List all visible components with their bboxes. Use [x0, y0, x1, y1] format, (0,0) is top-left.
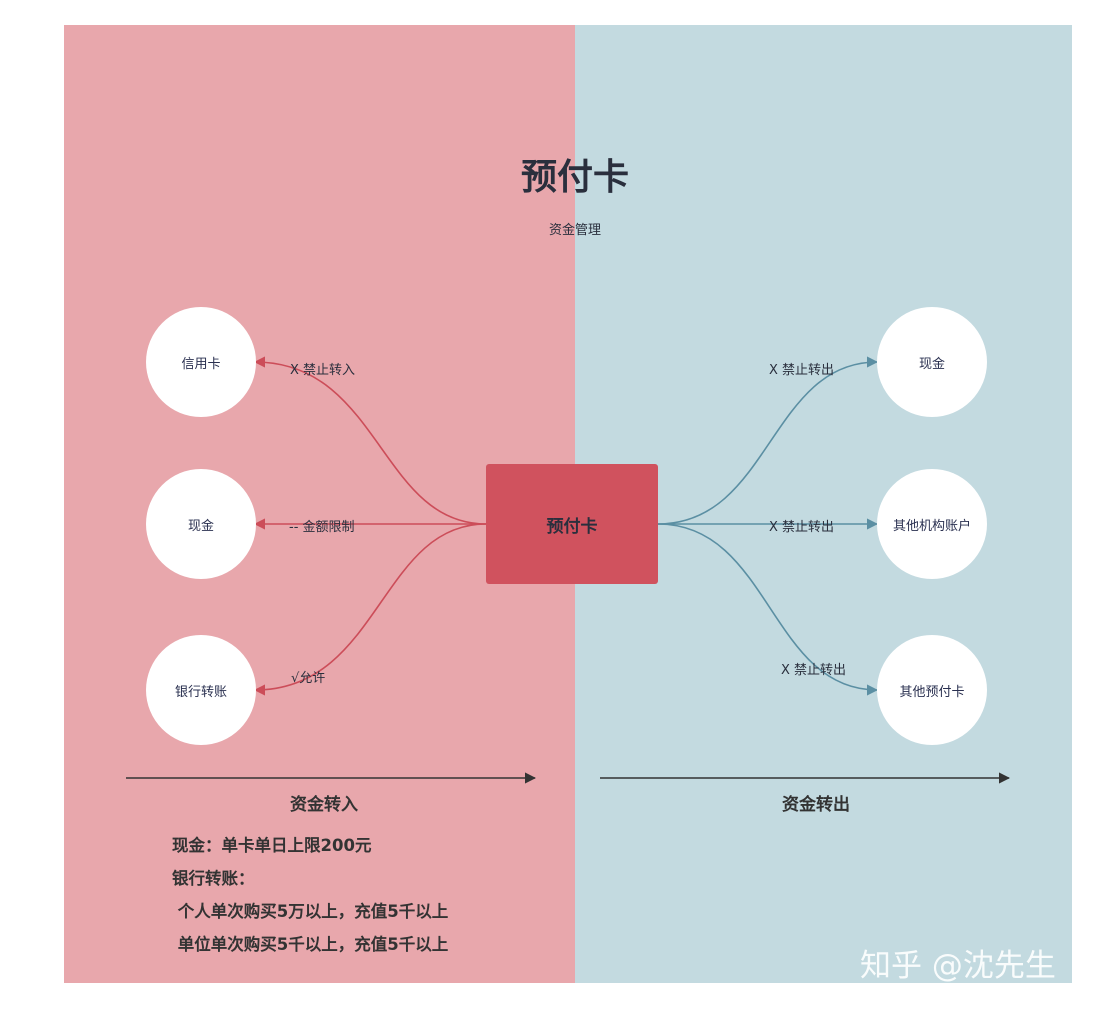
page-subtitle: 资金管理 — [548, 223, 601, 238]
node-label: 银行转账 — [174, 684, 227, 700]
node-outflow-cash: 现金 — [877, 307, 987, 417]
edge-label-outflow-institution: X 禁止转出 — [769, 520, 835, 535]
node-inflow-cash: 现金 — [146, 469, 256, 579]
node-outflow-institution: 其他机构账户 — [877, 469, 987, 579]
node-label: 其他机构账户 — [892, 518, 971, 534]
edge-label-outflow-cash: X 禁止转出 — [769, 363, 835, 378]
edge-label-inflow-creditcard: X 禁止转入 — [290, 363, 356, 378]
node-label: 其他预付卡 — [899, 684, 965, 700]
inflow-axis-label: 资金转入 — [290, 795, 358, 815]
node-label: 现金 — [918, 356, 945, 372]
edge-label-inflow-bank: √允许 — [291, 671, 326, 686]
node-inflow-creditcard: 信用卡 — [146, 307, 256, 417]
node-label: 信用卡 — [181, 356, 221, 372]
rules-notes: 现金：单卡单日上限200元 银行转账： 个人单次购买5万以上，充值5千以上 单位… — [172, 832, 448, 964]
watermark: 知乎 @沈先生 — [860, 948, 1056, 984]
edge-label-outflow-prepaid: X 禁止转出 — [781, 663, 847, 678]
node-label: 现金 — [187, 518, 214, 534]
note-line: 单位单次购买5千以上，充值5千以上 — [172, 935, 449, 954]
edge-inflow-bank — [253, 523, 487, 696]
center-node-label: 预付卡 — [546, 516, 598, 537]
note-line: 现金：单卡单日上限200元 — [172, 836, 372, 855]
note-line: 个人单次购买5万以上，充值5千以上 — [172, 902, 449, 921]
center-node-prepaid-card: 预付卡 — [486, 464, 658, 584]
node-outflow-prepaid: 其他预付卡 — [877, 635, 987, 745]
note-line: 银行转账： — [172, 869, 255, 888]
node-inflow-bank: 银行转账 — [146, 635, 256, 745]
outflow-axis-label: 资金转出 — [782, 795, 850, 815]
edge-inflow-creditcard — [253, 356, 487, 525]
page-title: 预付卡 — [520, 157, 629, 198]
edge-label-inflow-cash: -- 金额限制 — [289, 520, 355, 535]
edge-outflow-prepaid — [657, 523, 879, 696]
edge-outflow-cash — [657, 356, 879, 525]
